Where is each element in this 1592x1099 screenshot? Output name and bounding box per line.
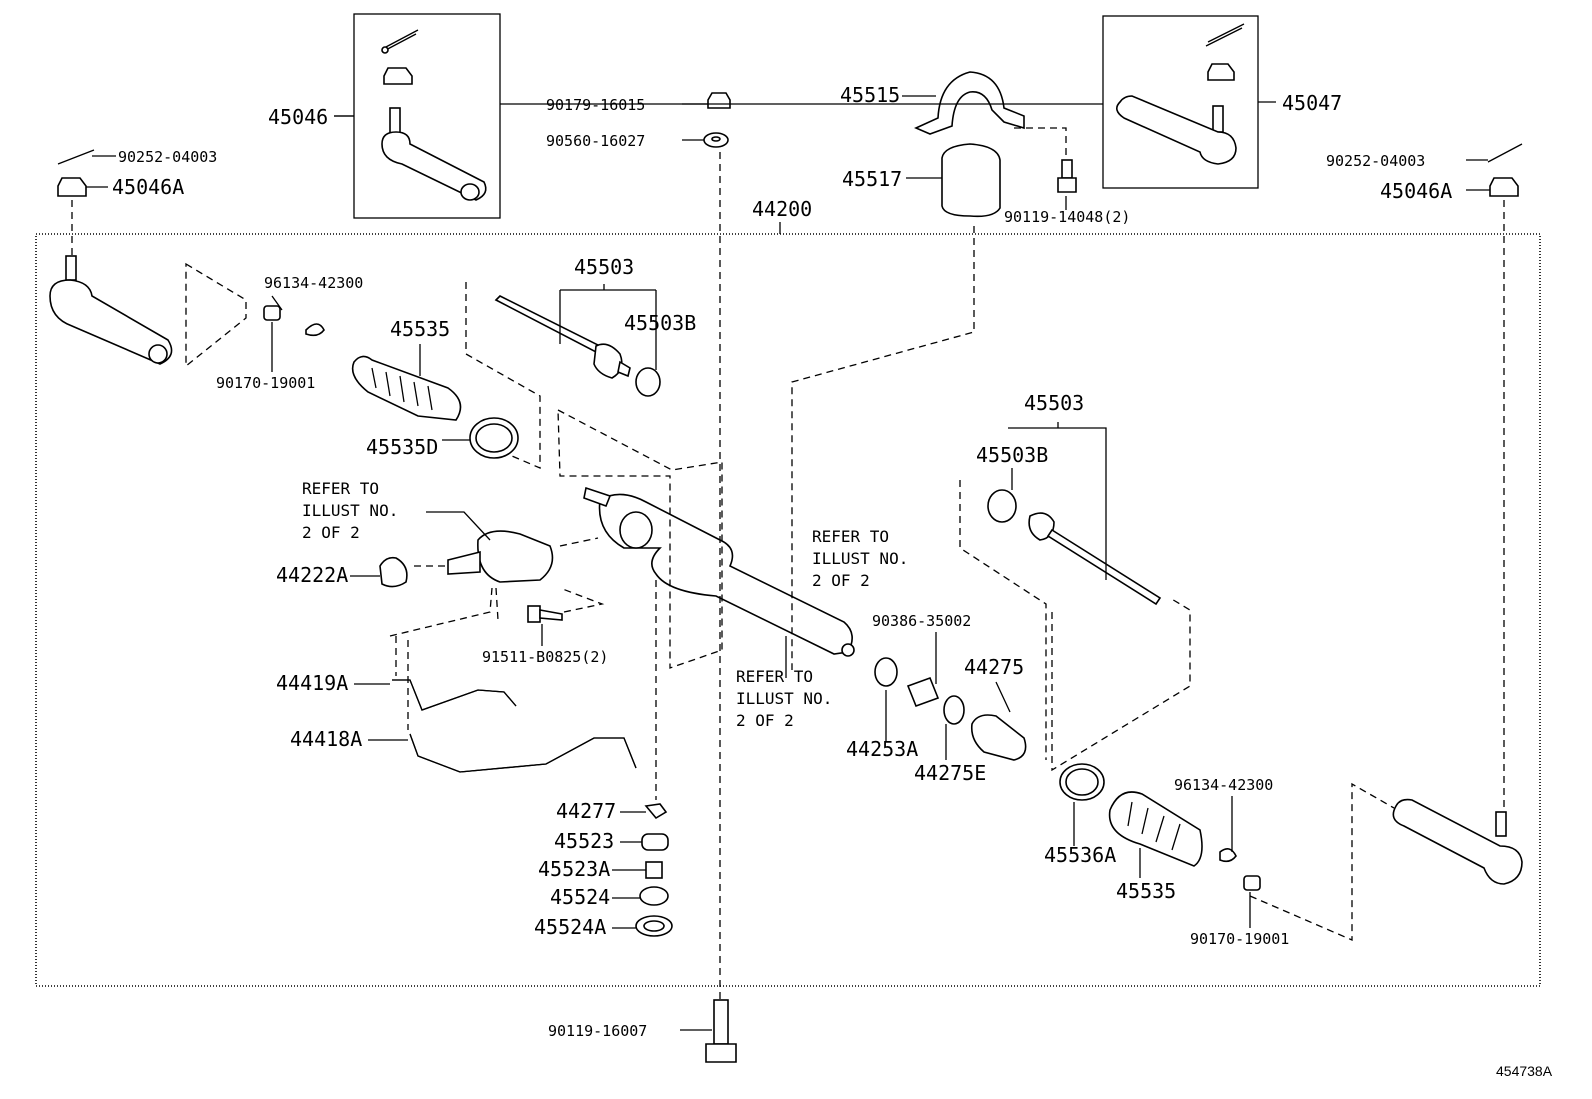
- refer-bottom-line1: REFER TO: [736, 667, 813, 686]
- refer-left-line3: 2 OF 2: [302, 523, 360, 542]
- flange-nut-icon: [707, 92, 731, 109]
- refer-top-line3: 2 OF 2: [812, 571, 870, 590]
- diagram-id: 454738A: [1496, 1063, 1553, 1079]
- label-96134-right: 96134-42300: [1174, 776, 1273, 794]
- outer-tie-rod-end-left-icon: [49, 255, 173, 365]
- boot-clamp-left-icon: [469, 417, 519, 459]
- label-44275: 44275: [964, 655, 1024, 679]
- washer-icon: [703, 132, 729, 148]
- nut-45046a-right-icon: [1489, 177, 1519, 197]
- label-44418a: 44418A: [290, 727, 362, 751]
- label-96134-left: 96134-42300: [264, 274, 363, 292]
- refer-note-top: REFER TO ILLUST NO. 2 OF 2: [812, 527, 918, 590]
- inner-tie-rod-left-icon: [494, 295, 661, 397]
- boot-small-icon: [970, 714, 1027, 761]
- label-45535d: 45535D: [366, 435, 438, 459]
- tie-rod-end-right-icon: [1116, 95, 1237, 165]
- label-45517: 45517: [842, 167, 902, 191]
- label-44275e: 44275E: [914, 761, 986, 785]
- label-45046a-right: 45046A: [1380, 179, 1452, 203]
- bolt-icon: [1057, 159, 1077, 193]
- valve-body-icon: [447, 530, 554, 583]
- label-90119-14048: 90119-14048(2): [1004, 208, 1130, 226]
- inner-tie-rod-right-icon: [987, 489, 1162, 606]
- refer-bottom-line3: 2 OF 2: [736, 711, 794, 730]
- label-45046: 45046: [268, 105, 328, 129]
- refer-top-line2: ILLUST NO.: [812, 549, 908, 568]
- tie-rod-end-icon: [381, 107, 487, 201]
- refer-note-bottom: REFER TO ILLUST NO. 2 OF 2: [736, 667, 842, 730]
- label-44419a: 44419A: [276, 671, 348, 695]
- outer-tie-rod-end-right-icon: [1392, 798, 1523, 885]
- label-44277: 44277: [556, 799, 616, 823]
- label-90179: 90179-16015: [546, 96, 645, 114]
- bolt-91511-icon: [527, 605, 563, 623]
- bushing-icon: [941, 143, 1001, 218]
- bracket-icon: [914, 71, 1025, 135]
- rack-housing-icon: [583, 486, 855, 657]
- castle-nut-right-icon: [1207, 63, 1235, 81]
- label-45503b-right: 45503B: [976, 443, 1048, 467]
- label-45503-right: 45503: [1024, 391, 1084, 415]
- label-44222a: 44222A: [276, 563, 348, 587]
- label-45515: 45515: [840, 83, 900, 107]
- refer-left-line1: REFER TO: [302, 479, 379, 498]
- label-45535-right: 45535: [1116, 879, 1176, 903]
- refer-bottom-line2: ILLUST NO.: [736, 689, 832, 708]
- pressure-tube-icon: [392, 679, 517, 711]
- mount-bolt-icon: [705, 999, 737, 1063]
- label-90170-right: 90170-19001: [1190, 930, 1289, 948]
- label-44253a: 44253A: [846, 737, 918, 761]
- label-91511: 91511-B0825(2): [482, 648, 608, 666]
- boot-left-icon: [351, 355, 462, 421]
- refer-note-left: REFER TO ILLUST NO. 2 OF 2: [302, 479, 408, 542]
- cotter-pin-right-icon: [1205, 23, 1245, 47]
- label-45524: 45524: [550, 885, 610, 909]
- boot-right-icon: [1108, 791, 1203, 867]
- label-45535-left: 45535: [390, 317, 450, 341]
- cotter-pin-icon: [381, 29, 419, 54]
- label-90119-16007: 90119-16007: [548, 1022, 647, 1040]
- castle-nut-icon: [383, 67, 413, 85]
- label-90170-left: 90170-19001: [216, 374, 315, 392]
- label-45523a: 45523A: [538, 857, 610, 881]
- label-90252-right: 90252-04003: [1326, 152, 1425, 170]
- label-90560: 90560-16027: [546, 132, 645, 150]
- dust-seal-icon: [379, 556, 408, 588]
- refer-left-line2: ILLUST NO.: [302, 501, 398, 520]
- label-45503b-left: 45503B: [624, 311, 696, 335]
- label-90252-left: 90252-04003: [118, 148, 217, 166]
- nut-45046a-left-icon: [57, 177, 87, 197]
- label-45536a: 45536A: [1044, 843, 1116, 867]
- refer-top-line1: REFER TO: [812, 527, 889, 546]
- label-44200: 44200: [752, 197, 812, 221]
- label-90386: 90386-35002: [872, 612, 971, 630]
- label-45046a-left: 45046A: [112, 175, 184, 199]
- label-45524a: 45524A: [534, 915, 606, 939]
- label-45503-left: 45503: [574, 255, 634, 279]
- label-45047: 45047: [1282, 91, 1342, 115]
- label-45523: 45523: [554, 829, 614, 853]
- boot-clamp-right-icon: [1059, 763, 1105, 801]
